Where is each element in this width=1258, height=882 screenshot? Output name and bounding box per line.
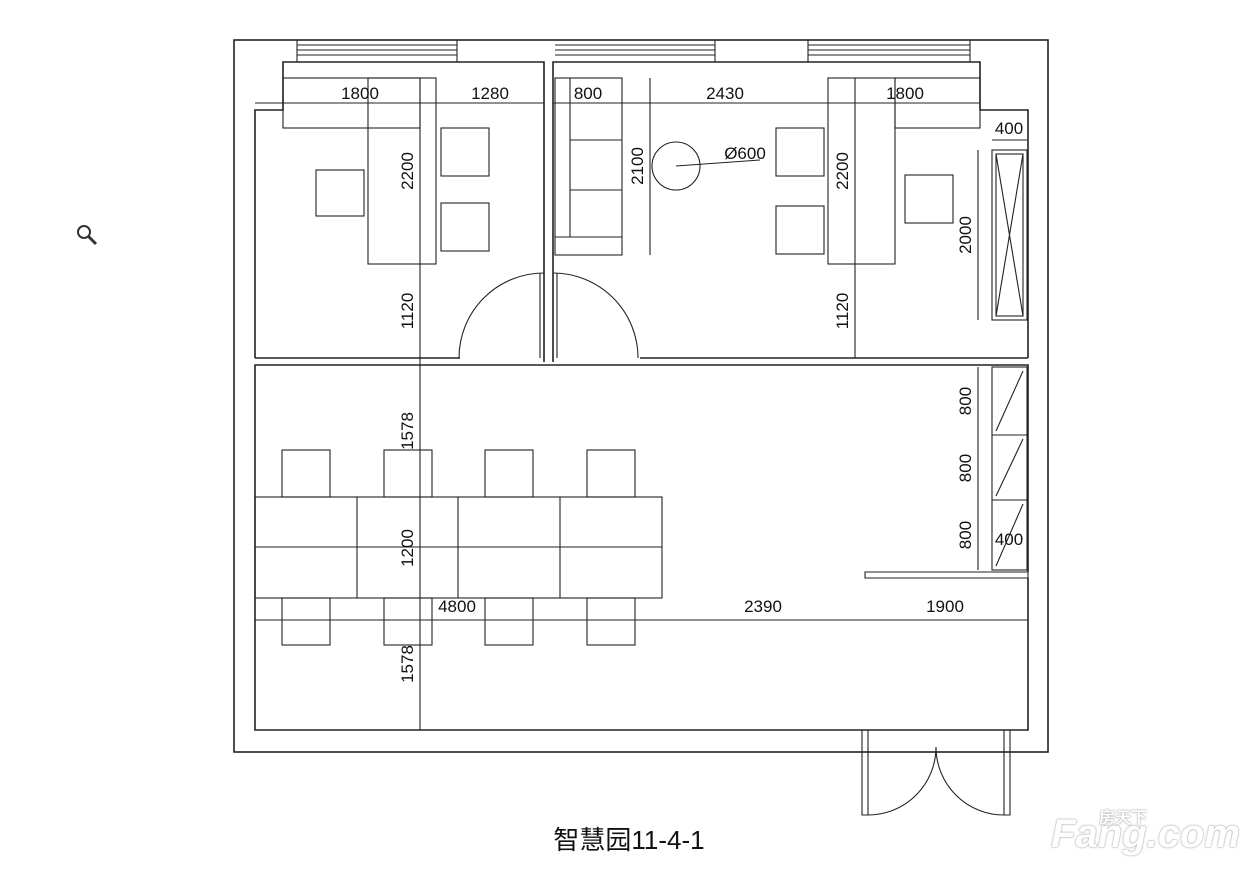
- window-top-left: [296, 40, 458, 62]
- dim-label: 1800: [341, 84, 379, 103]
- window-top-right: [555, 40, 971, 62]
- dim-label: 800: [956, 454, 975, 482]
- dim-label: 400: [995, 530, 1023, 549]
- right-office-door: [552, 272, 639, 359]
- dim-label: 2200: [833, 152, 852, 190]
- dim-label: 1800: [886, 84, 924, 103]
- right-office-furniture: [554, 77, 1028, 321]
- dim-label: 1120: [833, 293, 852, 330]
- magnifier-icon[interactable]: [74, 222, 100, 248]
- dim-label: 1280: [471, 84, 509, 103]
- plan-caption: 智慧园11-4-1: [553, 825, 705, 855]
- left-office-door: [458, 272, 545, 359]
- dim-label: 1578: [398, 412, 417, 450]
- dim-label: 1900: [926, 597, 964, 616]
- dim-label: 2000: [956, 216, 975, 254]
- counter-ledge: [864, 571, 1029, 579]
- right-office-wall: [552, 61, 1029, 362]
- dim-label: 1120: [398, 293, 417, 330]
- outer-wall: [233, 39, 1049, 753]
- dim-label: 2390: [744, 597, 782, 616]
- dim-label: 1200: [398, 529, 417, 567]
- entrance-double-door: [861, 730, 1011, 816]
- dim-label: 800: [956, 521, 975, 549]
- dim-label: 800: [956, 387, 975, 415]
- dim-label: Ø600: [724, 144, 766, 163]
- dim-label: 2430: [706, 84, 744, 103]
- dimension-lines: [255, 78, 1028, 730]
- dim-label: 2200: [398, 152, 417, 190]
- dim-label: 400: [995, 119, 1023, 138]
- dim-label: 800: [574, 84, 602, 103]
- storage-shelves: [991, 366, 1028, 571]
- conference-table: [254, 449, 663, 646]
- dim-label: 2100: [628, 147, 647, 185]
- dim-label: 4800: [438, 597, 476, 616]
- left-office-furniture: [282, 77, 490, 265]
- dim-label: 1578: [398, 645, 417, 683]
